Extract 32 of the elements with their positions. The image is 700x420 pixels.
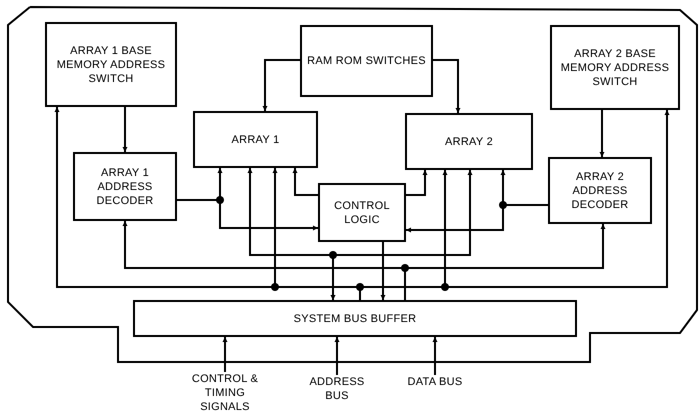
block-label: CONTROL LOGIC — [333, 198, 391, 226]
block-label: ARRAY 2 BASE MEMORY ADDRESS SWITCH — [560, 46, 670, 88]
block-label: ARRAY 2 ADDRESS DECODER — [570, 170, 630, 212]
block-label: SYSTEM BUS BUFFER — [294, 312, 416, 326]
block-label: ARRAY 2 — [445, 134, 493, 148]
connector-arrow — [292, 168, 318, 196]
connector-arrow — [432, 337, 438, 375]
block-box — [318, 183, 406, 242]
connector-arrow — [262, 59, 300, 111]
block-box — [548, 157, 652, 224]
block-box — [193, 111, 318, 168]
block-box — [550, 25, 680, 110]
block-box — [405, 113, 533, 170]
block-box — [133, 300, 577, 337]
block-label: ARRAY 1 ADDRESS DECODER — [96, 166, 154, 208]
block-label: ARRAY 1 BASE MEMORY ADDRESS SWITCH — [56, 44, 166, 86]
connector-arrow — [433, 59, 460, 113]
connector-arrow — [334, 337, 340, 375]
block-label: ARRAY 1 — [232, 132, 280, 146]
block-label: RAM ROM SWITCHES — [307, 54, 426, 68]
signal-label: ADDRESS BUS — [308, 375, 366, 403]
signal-label: DATA BUS — [408, 375, 462, 389]
connector-arrow — [330, 170, 472, 300]
block-box — [45, 22, 177, 107]
signal-label: CONTROL & TIMING SIGNALS — [190, 372, 260, 414]
connector-arrow — [600, 110, 604, 157]
connector-arrow — [380, 242, 386, 300]
block-box — [73, 152, 177, 221]
connector-arrow — [406, 170, 428, 196]
connector-arrow — [122, 107, 128, 152]
connector-arrow — [222, 337, 228, 372]
block-box — [300, 25, 433, 97]
